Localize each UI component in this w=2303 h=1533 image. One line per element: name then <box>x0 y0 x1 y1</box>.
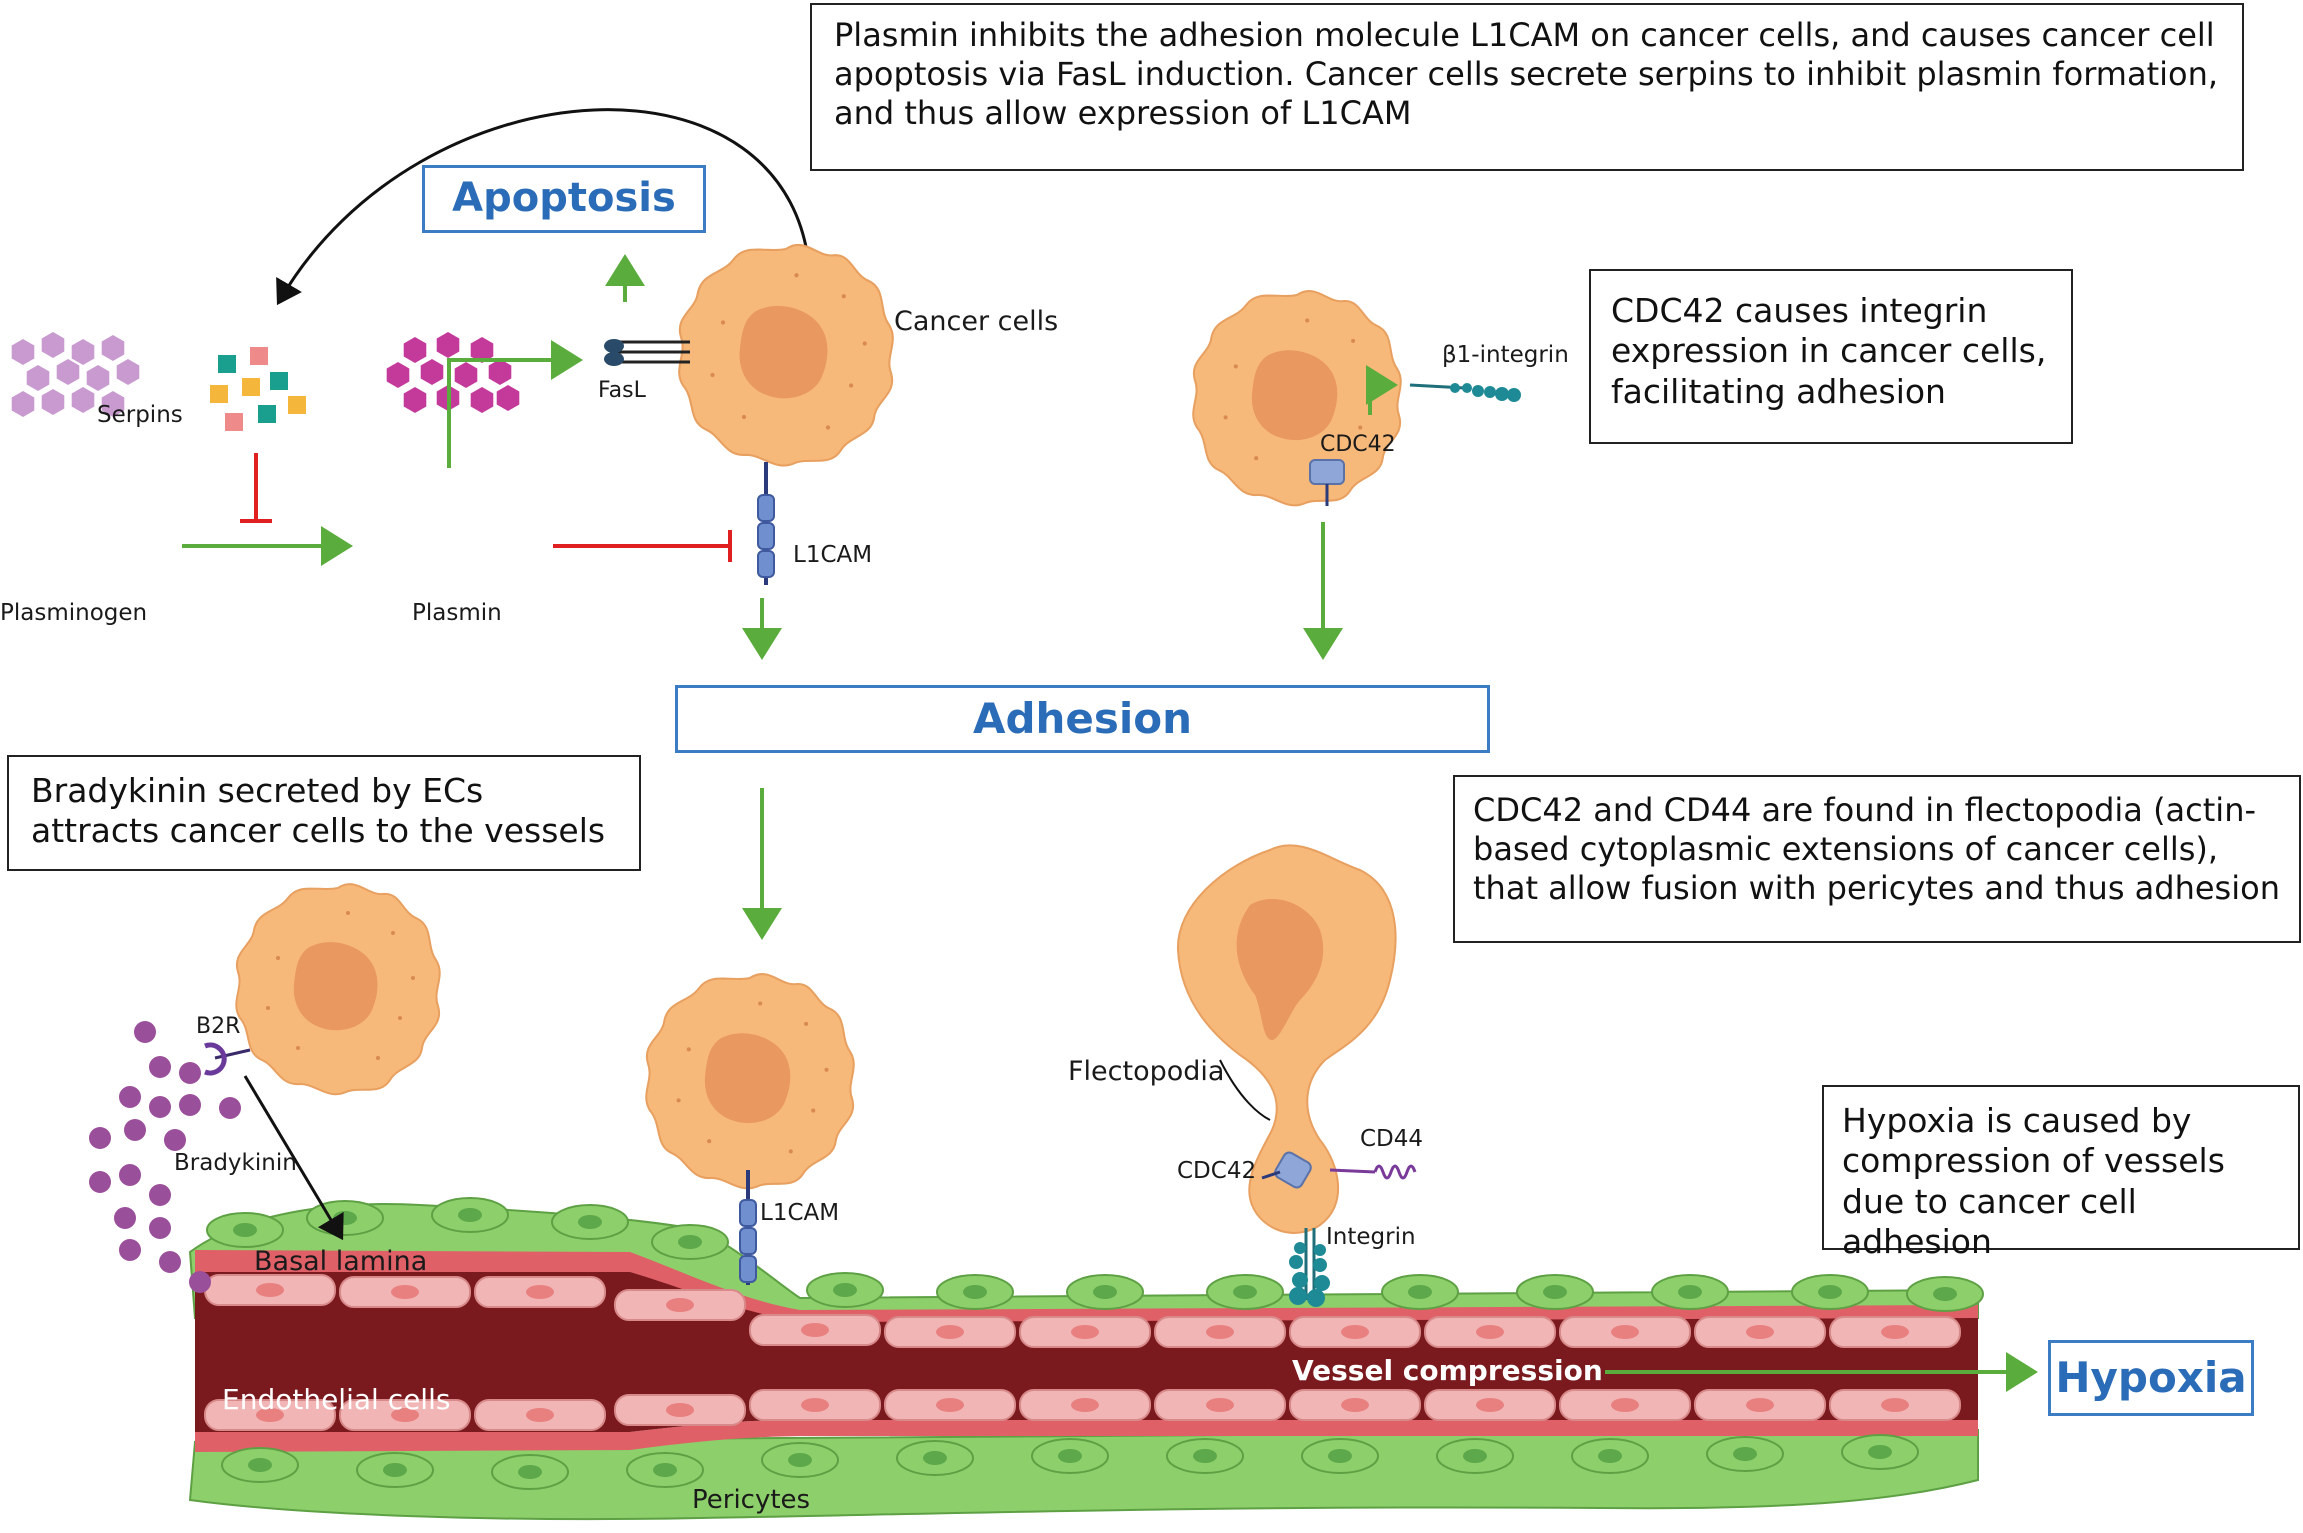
fasl-receptor <box>604 339 690 366</box>
bradykinin-attraction-arrow <box>243 1075 344 1241</box>
label-basal-lamina: Basal lamina <box>254 1246 428 1277</box>
label-endothelial-cells: Endothelial cells <box>222 1383 451 1416</box>
note-plasmin-text: Plasmin inhibits the adhesion molecule L… <box>834 16 2219 133</box>
label-cancer-cells: Cancer cells <box>894 306 1059 337</box>
b1-integrin <box>1409 383 1521 402</box>
plasmin-to-fasl-arrow <box>447 340 583 468</box>
l1cam-receptor-bottom <box>739 1170 757 1285</box>
cdc42-protein-top <box>1309 459 1345 506</box>
cancer-cell-top <box>678 243 894 467</box>
cd44-protein <box>1329 1164 1417 1180</box>
label-flectopodia: Flectopodia <box>1068 1056 1225 1087</box>
outcome-adhesion-label: Adhesion <box>972 694 1193 743</box>
note-cdc42: CDC42 causes integrin expression in canc… <box>1589 269 2073 444</box>
note-flectopodia: CDC42 and CD44 are found in flectopodia … <box>1453 775 2301 943</box>
outcome-hypoxia: Hypoxia <box>2048 1340 2254 1416</box>
cancer-cell-l1cam <box>645 973 855 1190</box>
outcome-adhesion: Adhesion <box>675 685 1490 753</box>
integrin-bottom <box>1289 1228 1330 1307</box>
flectopodia-pointer <box>1219 1059 1271 1121</box>
label-fasl: FasL <box>598 378 646 403</box>
note-bradykinin: Bradykinin secreted by ECs attracts canc… <box>7 755 641 871</box>
outcome-apoptosis-label: Apoptosis <box>452 175 676 221</box>
label-serpins: Serpins <box>97 402 183 428</box>
label-b1-integrin: β1-integrin <box>1442 342 1569 368</box>
label-plasmin: Plasmin <box>412 600 502 626</box>
plasmin-cluster <box>386 332 520 413</box>
outcome-apoptosis: Apoptosis <box>422 165 706 233</box>
note-hypoxia: Hypoxia is caused by compression of vess… <box>1822 1085 2300 1261</box>
plasmin-inhibits-l1cam <box>553 530 732 562</box>
note-cdc42-text: CDC42 causes integrin expression in canc… <box>1611 291 2047 411</box>
cdc42-integrin-arrow <box>1366 365 1398 415</box>
bradykinin-molecules <box>89 1021 241 1293</box>
flectopodia-cell <box>1176 844 1397 1234</box>
label-cdc42-top: CDC42 <box>1320 432 1396 457</box>
note-bradykinin-text: Bradykinin secreted by ECs attracts canc… <box>31 771 606 851</box>
label-vessel-compression: Vessel compression <box>1292 1354 1603 1387</box>
label-pericytes: Pericytes <box>692 1485 811 1515</box>
cancer-cell-bradykinin <box>235 883 441 1096</box>
serpin-secretion-arrow <box>276 108 812 306</box>
b2r-receptor <box>204 1042 251 1076</box>
outcome-hypoxia-label: Hypoxia <box>2055 1353 2247 1402</box>
l1cam-receptor-top <box>757 462 775 585</box>
serpin-inhibition <box>240 453 272 523</box>
label-b2r: B2R <box>196 1014 241 1039</box>
label-bradykinin: Bradykinin <box>174 1150 297 1176</box>
label-l1cam-top: L1CAM <box>793 542 873 568</box>
label-integrin: Integrin <box>1326 1224 1416 1250</box>
note-hypoxia-text: Hypoxia is caused by compression of vess… <box>1842 1101 2225 1261</box>
label-l1cam-bottom: L1CAM <box>760 1200 840 1226</box>
label-cd44: CD44 <box>1360 1126 1424 1152</box>
label-plasminogen: Plasminogen <box>0 600 148 626</box>
label-cdc42-bottom: CDC42 <box>1177 1158 1257 1184</box>
serpins-cluster <box>210 347 306 431</box>
note-flectopodia-text: CDC42 and CD44 are found in flectopodia … <box>1473 791 2280 908</box>
cdc42-protein-bottom <box>1261 1151 1312 1189</box>
note-plasmin: Plasmin inhibits the adhesion molecule L… <box>810 3 2244 171</box>
